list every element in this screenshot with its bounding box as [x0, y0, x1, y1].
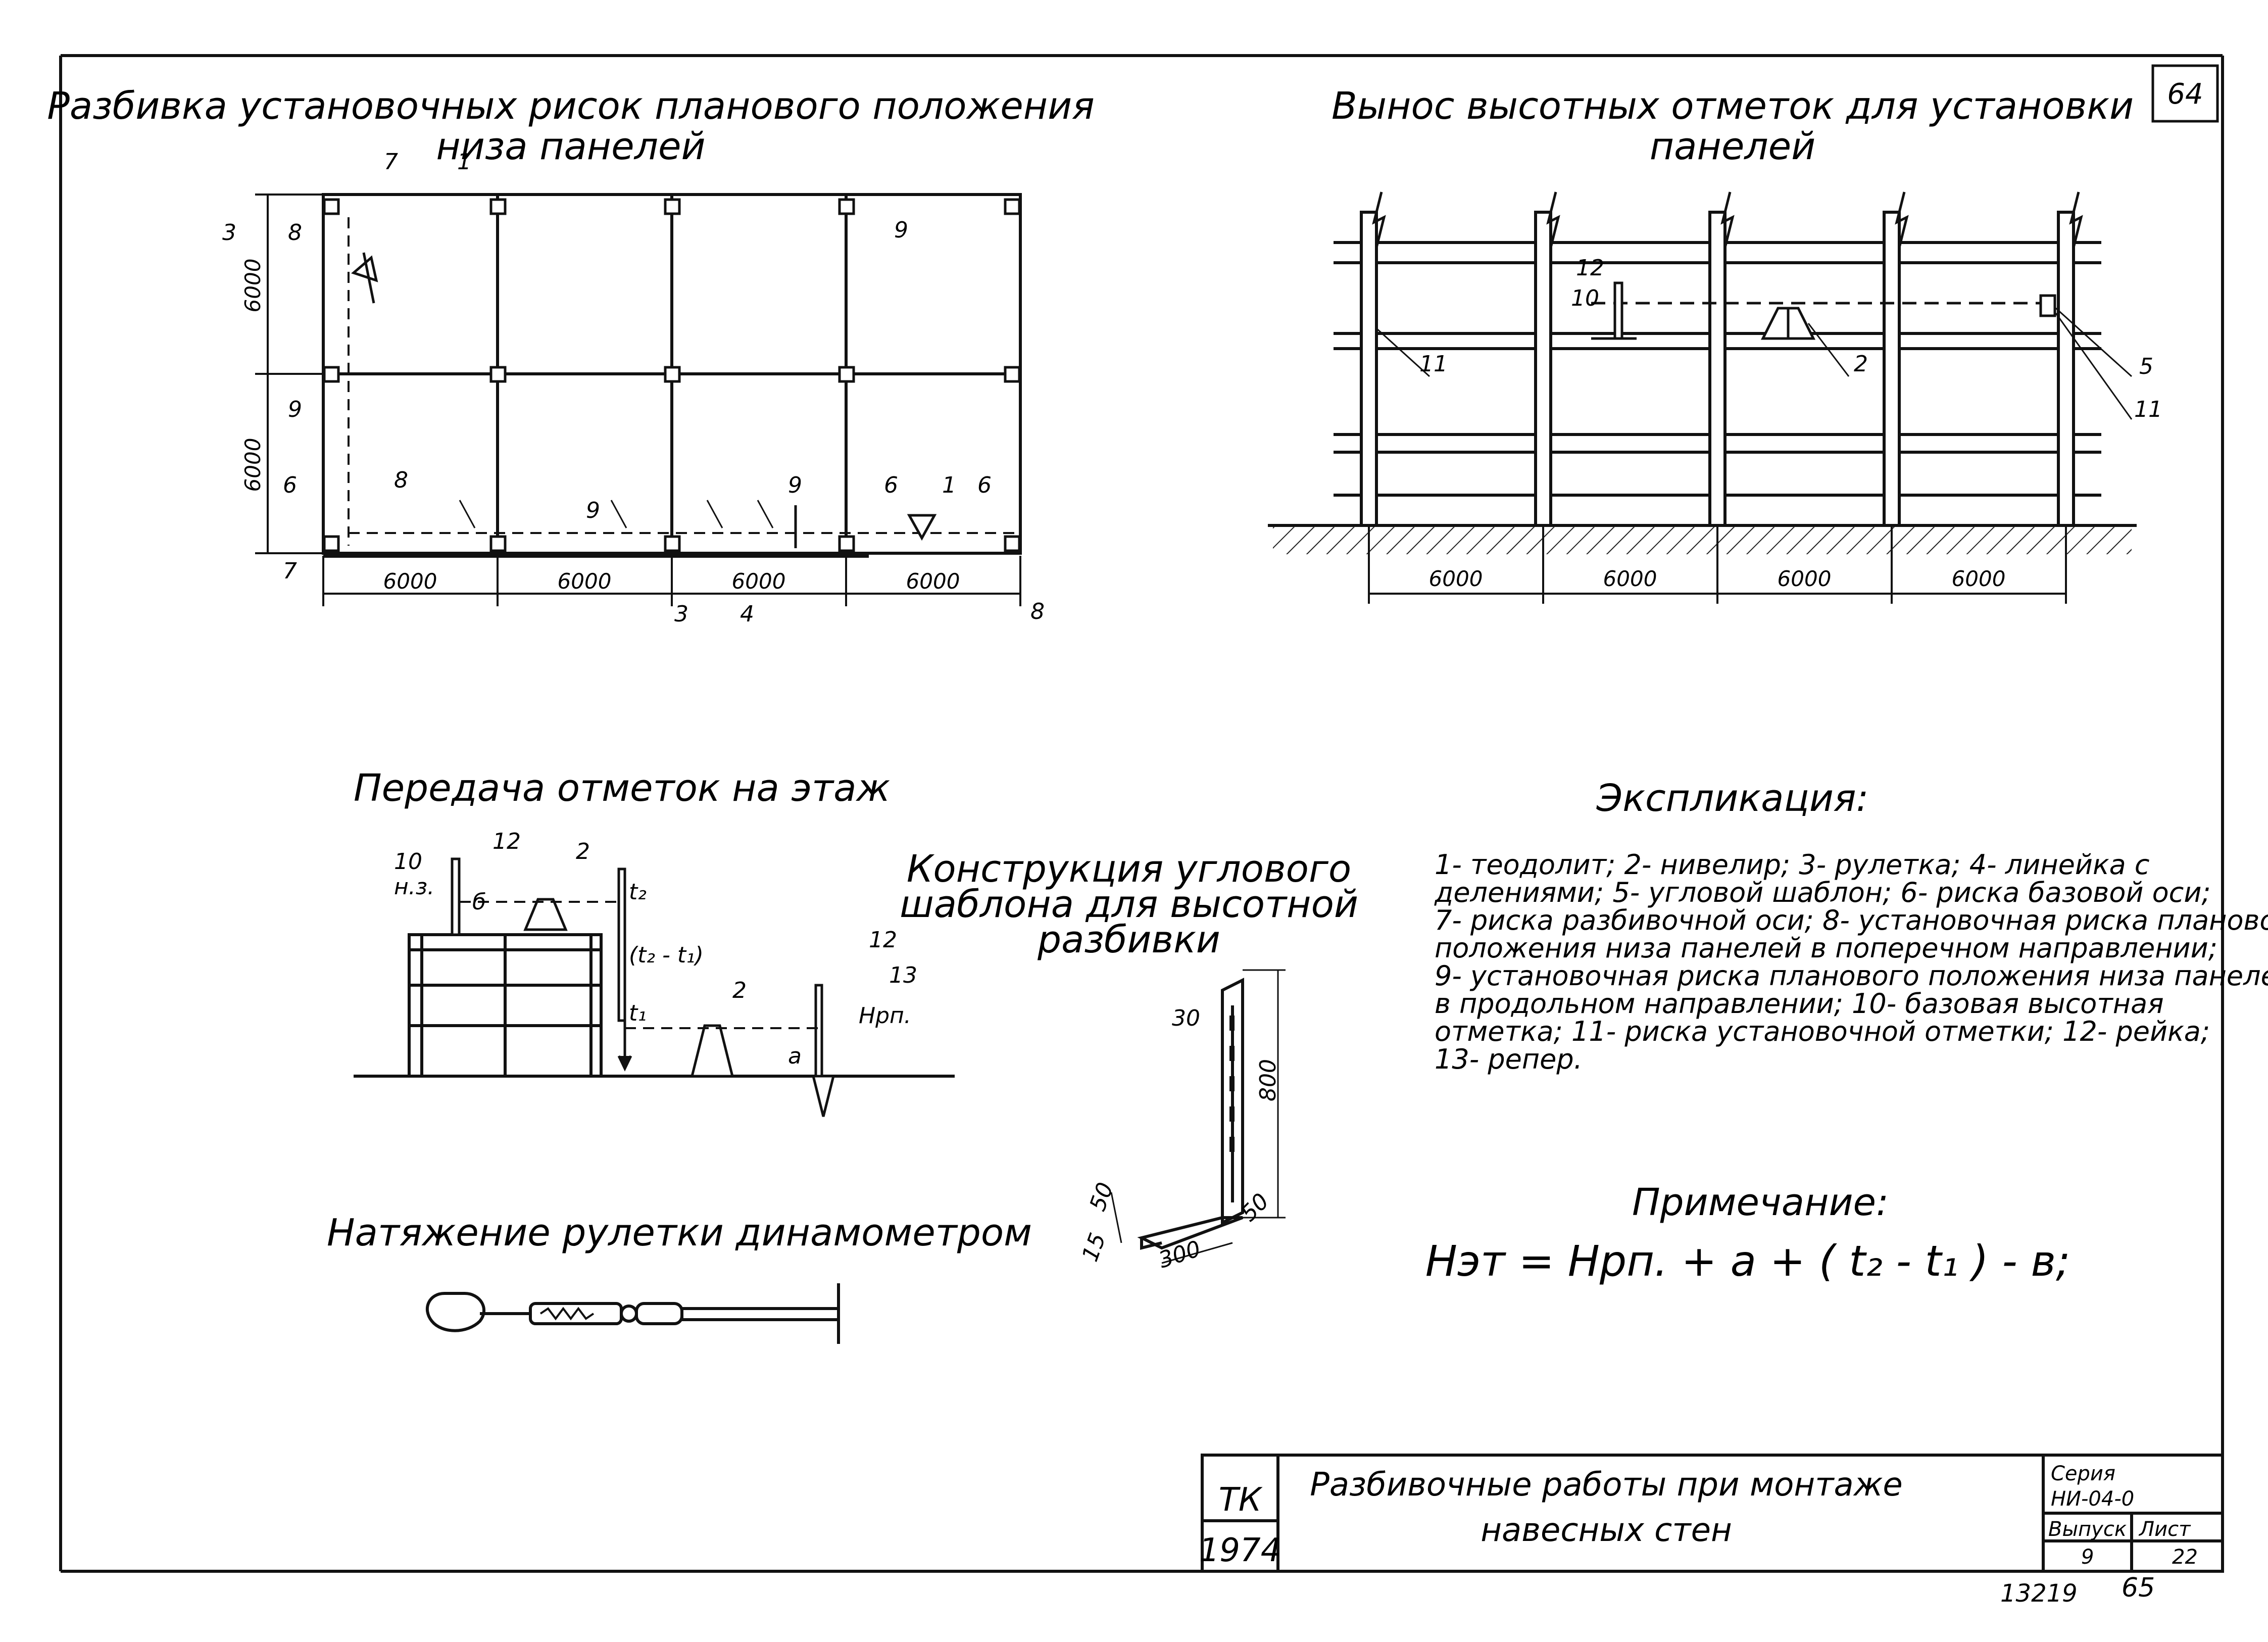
plan-callout-9a: 9 [894, 217, 908, 243]
plan-callout-8b: 8 [394, 467, 408, 493]
template-view: Конструкция углового шаблона для высотно… [900, 847, 1358, 1273]
stamp-issue-value: 9 [2081, 1546, 2094, 1569]
title-block: ТК 1974 Разбивочные работы при монтаже н… [1199, 1454, 2224, 1573]
elev-title-line1: Вынос высотных отметок для установки [1332, 84, 2134, 128]
template-dim-30: 30 [1172, 1005, 1200, 1031]
elev-callout-11a: 11 [1419, 351, 1448, 377]
transfer-label-nz: н.з. [394, 874, 434, 900]
plan-callout-9b: 9 [288, 397, 302, 422]
legend-line-4: положения низа панелей в поперечном напр… [1435, 932, 2217, 964]
legend-line-2: делениями; 5- угловой шаблон; 6- риска б… [1434, 877, 2211, 908]
transfer-label-t1: t₁ [629, 1000, 647, 1026]
template-dim-50a: 50 [1084, 1179, 1118, 1215]
stamp-issue-label: Выпуск [2048, 1518, 2127, 1541]
tension-title: Натяжение рулетки динамометром [327, 1211, 1032, 1254]
legend-line-6: в продольном направлении; 10- базовая вы… [1435, 988, 2164, 1020]
plan-dim-v-1: 6000 [240, 259, 265, 313]
stamp-sheet-label: Лист [2138, 1518, 2191, 1541]
legend-line-3: 7- риска разбивочной оси; 8- установочна… [1435, 904, 2268, 936]
template-dim-15: 15 [1077, 1230, 1111, 1265]
transfer-label-diff: (t₂ - t₁) [629, 942, 704, 968]
plan-callout-1b: 1 [942, 472, 956, 498]
stamp-series-label: Серия [2051, 1462, 2115, 1485]
plan-callout-6a: 6 [283, 472, 297, 498]
elev-callout-5: 5 [2139, 354, 2153, 379]
legend-line-7: отметка; 11- риска установочной отметки;… [1435, 1016, 2210, 1047]
sheet-number-box: 64 [2151, 64, 2219, 123]
plan-callout-8a: 8 [288, 220, 302, 246]
legend: Экспликация: 1- теодолит; 2- нивелир; 3-… [1434, 777, 2268, 1075]
plan-callout-8c: 8 [1030, 599, 1045, 624]
transfer-label-12b: 12 [869, 927, 897, 953]
plan-dim-v-2: 6000 [240, 438, 265, 492]
transfer-label-hrp: Нрп. [859, 1003, 911, 1029]
plan-dim-h-4: 6000 [906, 569, 960, 594]
plan-callout-9c: 9 [586, 498, 600, 523]
elev-title-line2: панелей [1650, 125, 1816, 168]
plan-callout-4: 4 [740, 601, 754, 627]
legend-line-1: 1- теодолит; 2- нивелир; 3- рулетка; 4- … [1435, 849, 2150, 881]
template-title-line3: разбивки [1037, 918, 1220, 961]
transfer-label-2a: 2 [576, 839, 590, 864]
transfer-title: Передача отметок на этаж [354, 766, 890, 810]
elev-callout-2: 2 [1854, 351, 1868, 377]
elev-callout-11b: 11 [2134, 397, 2162, 422]
transfer-label-t2: t₂ [629, 879, 647, 905]
plan-callout-6b: 6 [884, 472, 898, 498]
elev-dim-1: 6000 [1429, 566, 1483, 591]
elevation-view: Вынос высотных отметок для установки пан… [1268, 84, 2162, 604]
note: Примечание: Нэт = Нрп. + a + ( t₂ - t₁ )… [1425, 1181, 2070, 1286]
transfer-label-a: a [788, 1043, 802, 1069]
stamp-title-line2: навесных стен [1481, 1512, 1732, 1549]
plan-title-line1: Разбивка установочных рисок планового по… [47, 84, 1094, 128]
plan-callout-3b: 3 [674, 601, 688, 627]
elev-dim-3: 6000 [1778, 566, 1832, 591]
transfer-label-b: б [472, 889, 486, 915]
note-formula: Нэт = Нрп. + a + ( t₂ - t₁ ) - в; [1425, 1236, 2070, 1286]
plan-callout-3a: 3 [222, 220, 236, 246]
plan-callout-7b: 7 [283, 558, 297, 584]
legend-line-5: 9- установочная риска планового положени… [1435, 960, 2268, 992]
stamp-org: ТК [1219, 1481, 1263, 1519]
sheet-number: 64 [2167, 78, 2203, 111]
plan-callout-6c: 6 [977, 472, 992, 498]
plan-callout-7a: 7 [384, 149, 398, 175]
template-title-line2: шаблона для высотной [900, 883, 1358, 926]
bottom-number-right: 65 [2122, 1573, 2155, 1603]
transfer-view: Передача отметок на этаж [354, 766, 955, 1117]
plan-callout-1a: 1 [457, 149, 471, 175]
stamp-series-value: НИ-04-0 [2051, 1487, 2134, 1511]
elev-dim-2: 6000 [1603, 566, 1657, 591]
tension-view: Натяжение рулетки динамометром [327, 1211, 1032, 1344]
transfer-label-10: 10 [394, 849, 422, 875]
plan-callout-9d: 9 [788, 472, 802, 498]
plan-dim-h-1: 6000 [383, 569, 437, 594]
stamp-year: 1974 [1199, 1532, 1281, 1569]
elev-dim-4: 6000 [1952, 566, 2006, 591]
bottom-number-left: 13219 [2000, 1579, 2078, 1608]
legend-line-8: 13- репер. [1435, 1043, 1583, 1075]
transfer-label-13: 13 [889, 962, 917, 988]
transfer-label-12a: 12 [492, 829, 521, 854]
elev-callout-12: 12 [1576, 255, 1604, 281]
template-dim-300: 300 [1156, 1236, 1204, 1273]
stamp-title-line1: Разбивочные работы при монтаже [1310, 1466, 1903, 1504]
stamp-sheet-value: 22 [2172, 1546, 2198, 1569]
plan-dim-h-3: 6000 [732, 569, 786, 594]
transfer-label-2b: 2 [732, 978, 747, 1003]
note-title: Примечание: [1632, 1181, 1889, 1224]
elev-callout-10: 10 [1571, 285, 1599, 311]
legend-title: Экспликация: [1596, 777, 1869, 820]
plan-view: Разбивка установочных рисок планового по… [47, 84, 1094, 627]
plan-title-line2: низа панелей [436, 125, 705, 168]
plan-dim-h-2: 6000 [558, 569, 612, 594]
template-dim-800: 800 [1255, 1059, 1281, 1101]
template-title-line1: Конструкция углового [907, 847, 1351, 891]
